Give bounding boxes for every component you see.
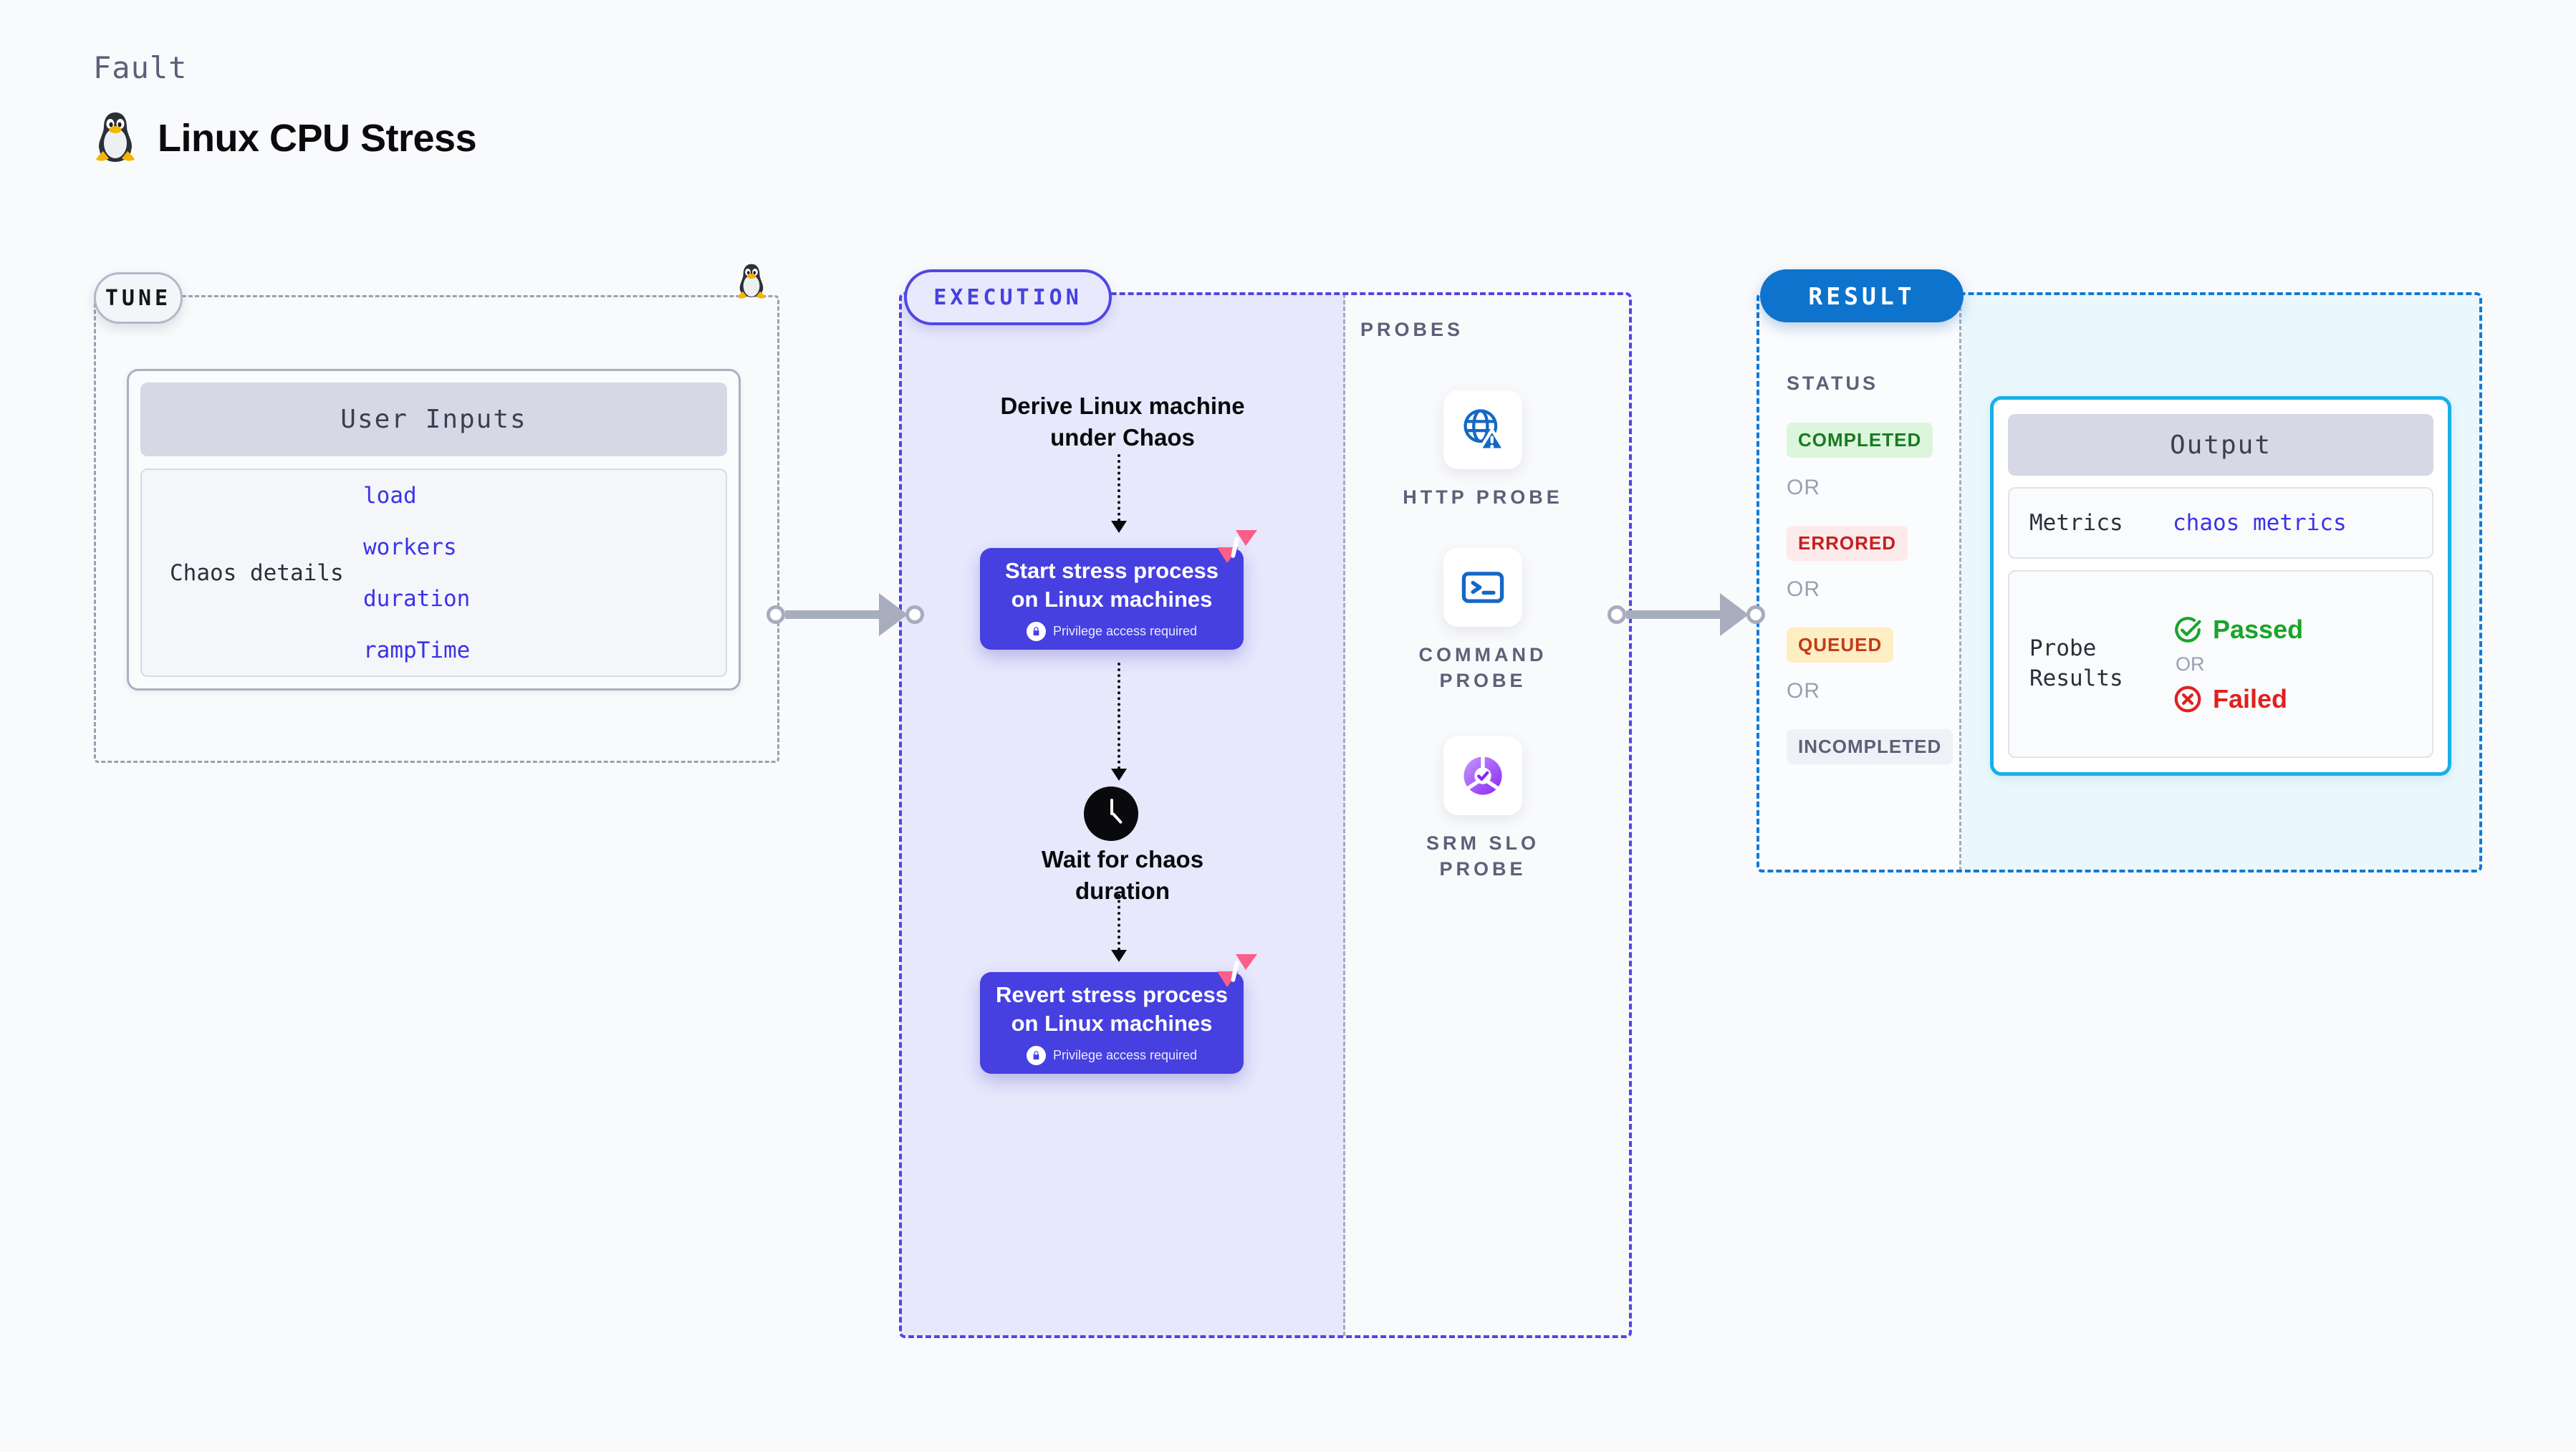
- derive-step-label: Derive Linux machine under Chaos: [1000, 393, 1245, 451]
- linux-penguin-icon-small: [736, 261, 767, 304]
- chaos-param-duration[interactable]: duration: [363, 585, 471, 612]
- status-badge-incompleted: INCOMPLETED: [1787, 729, 1953, 764]
- connector-dot-left: [1607, 605, 1626, 624]
- result-section: [1756, 292, 2482, 872]
- probe-command-label: COMMAND PROBE: [1418, 644, 1547, 692]
- probe-result-failed: Failed: [2173, 684, 2303, 714]
- kicker-label: Fault: [93, 50, 188, 85]
- globe-alert-icon: [1443, 390, 1522, 469]
- clock-minute-hand: [1110, 799, 1113, 815]
- harness-mark-icon: [1217, 530, 1257, 563]
- status-or-3: OR: [1787, 679, 1820, 703]
- chaos-param-workers[interactable]: workers: [363, 534, 457, 560]
- connector-dot-right: [905, 605, 924, 624]
- status-or-1: OR: [1787, 476, 1820, 499]
- start-stress-title: Start stress process on Linux machines: [1004, 558, 1219, 612]
- probe-result-passed-label: Passed: [2213, 614, 2304, 644]
- terminal-icon: [1443, 548, 1522, 627]
- execution-section: [899, 292, 1632, 1338]
- status-badge-completed: COMPLETED: [1787, 423, 1933, 458]
- metrics-value[interactable]: chaos metrics: [2173, 510, 2347, 536]
- arrow-line: [1118, 894, 1120, 951]
- slo-check-icon: [1443, 736, 1522, 815]
- connector-dot-right: [1746, 605, 1765, 624]
- probe-command[interactable]: COMMAND PROBE: [1397, 548, 1569, 694]
- result-pill[interactable]: RESULT: [1760, 269, 1964, 322]
- start-stress-step[interactable]: Start stress process on Linux machines P…: [980, 530, 1257, 650]
- connector-tune-to-execution: [766, 593, 924, 636]
- page-header: Fault Linux CPU Stress: [93, 50, 477, 166]
- connector-arrowhead: [1720, 593, 1749, 636]
- status-label: STATUS: [1787, 372, 1878, 394]
- connector-bar: [785, 610, 879, 619]
- chaos-details-box: Chaos details load workers duration ramp…: [140, 468, 727, 677]
- wait-step-label: Wait for chaos duration: [1041, 846, 1204, 904]
- chaos-details-label: Chaos details: [170, 559, 344, 586]
- chaos-param-ramptime[interactable]: rampTime: [363, 637, 471, 663]
- x-circle-icon: [2173, 684, 2203, 714]
- status-column: [1758, 294, 1961, 871]
- probe-results-label: Probe Results: [2029, 635, 2123, 691]
- arrow-head: [1111, 769, 1127, 781]
- arrow-head: [1111, 521, 1127, 533]
- probe-http[interactable]: HTTP PROBE: [1397, 390, 1569, 510]
- probe-results-values: Passed OR Failed: [2173, 615, 2303, 714]
- chaos-params-list: load workers duration rampTime: [363, 483, 470, 663]
- arrow-line: [1118, 454, 1120, 521]
- probe-result-failed-label: Failed: [2213, 683, 2288, 713]
- clock-icon: [1084, 787, 1138, 841]
- metrics-label: Metrics: [2029, 510, 2123, 536]
- probe-result-passed: Passed: [2173, 615, 2303, 645]
- chaos-param-load[interactable]: load: [363, 482, 417, 509]
- revert-stress-privilege-text: Privilege access required: [1052, 1047, 1198, 1062]
- tune-section: [94, 295, 779, 763]
- revert-stress-title: Revert stress process on Linux machines: [996, 982, 1228, 1036]
- tune-pill[interactable]: TUNE: [94, 272, 183, 324]
- execution-pill[interactable]: EXECUTION: [904, 269, 1112, 325]
- flow-arrow-3: [1111, 894, 1127, 962]
- metrics-row: Metrics chaos metrics: [2008, 487, 2433, 559]
- harness-mark-icon: [1217, 954, 1257, 987]
- check-circle-icon: [2173, 615, 2203, 645]
- connector-bar: [1626, 610, 1720, 619]
- probes-section-label: PROBES: [1360, 319, 1464, 340]
- probe-srm-slo[interactable]: SRM SLO PROBE: [1397, 736, 1569, 883]
- connector-execution-to-result: [1607, 593, 1765, 636]
- page-title: Linux CPU Stress: [158, 116, 477, 160]
- clock-hour-hand: [1111, 812, 1123, 824]
- revert-stress-step[interactable]: Revert stress process on Linux machines …: [980, 954, 1257, 1074]
- flow-arrow-2: [1111, 663, 1127, 781]
- lock-icon: [1026, 1045, 1046, 1065]
- probe-result-or: OR: [2176, 653, 2205, 675]
- lock-icon: [1026, 621, 1046, 641]
- probe-results-row: Probe Results Passed OR: [2008, 570, 2433, 758]
- start-stress-privilege-note: Privilege access required: [1026, 621, 1198, 641]
- connector-dot-left: [766, 605, 785, 624]
- revert-stress-privilege-note: Privilege access required: [1026, 1045, 1198, 1065]
- status-badge-errored: ERRORED: [1787, 526, 1908, 561]
- status-badge-queued: QUEUED: [1787, 628, 1894, 663]
- title-row: Linux CPU Stress: [93, 110, 477, 166]
- arrow-line: [1118, 663, 1120, 769]
- arrow-head: [1111, 950, 1127, 962]
- flow-arrow-1: [1111, 454, 1127, 533]
- start-stress-privilege-text: Privilege access required: [1052, 623, 1198, 638]
- probe-srm-slo-label: SRM SLO PROBE: [1426, 832, 1539, 880]
- user-inputs-card: User Inputs Chaos details load workers d…: [127, 369, 741, 691]
- output-title: Output: [2008, 414, 2433, 476]
- status-or-2: OR: [1787, 577, 1820, 601]
- user-inputs-title: User Inputs: [140, 383, 727, 456]
- linux-penguin-icon: [93, 110, 138, 166]
- output-card: Output Metrics chaos metrics Probe Resul…: [1990, 396, 2451, 776]
- connector-arrowhead: [879, 593, 908, 636]
- probe-http-label: HTTP PROBE: [1403, 486, 1563, 508]
